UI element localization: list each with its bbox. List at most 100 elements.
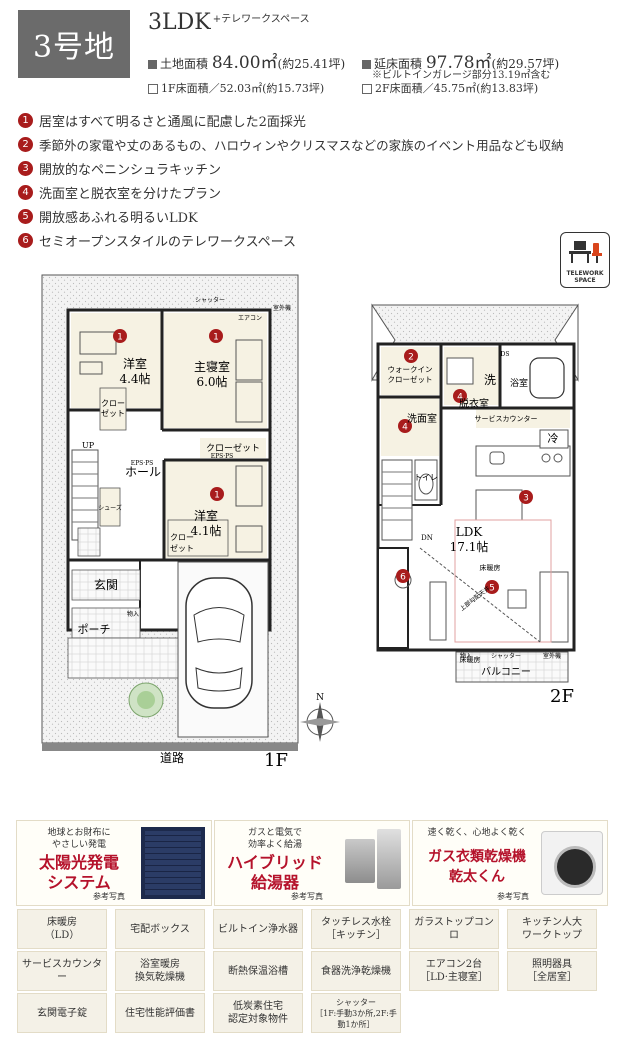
svg-text:洗: 洗	[484, 373, 496, 387]
svg-text:DS: DS	[501, 351, 510, 358]
svg-text:物入: 物入	[127, 610, 139, 618]
floorplan-2f: 2 4 4 3 5 6 ウォークイン クローゼット 洗 浴室 脱衣室 洗面室 サ…	[371, 303, 579, 707]
equipment-item: 床暖房 （LD）	[17, 909, 107, 949]
svg-text:4: 4	[457, 393, 463, 403]
desk-chair-icon	[569, 241, 602, 263]
equipment-item: エアコン2台 ［LD·主寝室］	[409, 951, 499, 991]
land-area: 土地面積 84.00㎡(約25.41坪)	[148, 48, 345, 73]
compass-north: N	[316, 693, 324, 703]
equipment-item: 断熱保温浴槽	[213, 951, 303, 991]
svg-text:クローゼット: クローゼット	[206, 442, 260, 454]
toilet-icon	[418, 473, 434, 495]
equipment-item: タッチレス水栓 ［キッチン］	[311, 909, 401, 949]
lot-number-badge: 3号地	[18, 10, 130, 78]
gas-dryer-photo	[541, 831, 603, 895]
equipment-item: 住宅性能評価書	[115, 993, 205, 1033]
svg-text:室外機: 室外機	[543, 652, 561, 660]
svg-text:3: 3	[523, 494, 529, 504]
svg-text:物入: 物入	[460, 652, 472, 660]
equipment-item: 低炭素住宅 認定対象物件	[213, 993, 303, 1033]
equipment-item: 食器洗浄乾燥機	[311, 951, 401, 991]
svg-text:シャッター: シャッター	[195, 296, 225, 304]
balcony-label: バルコニー	[481, 666, 531, 678]
car	[185, 577, 253, 709]
compass-icon: N	[300, 693, 340, 742]
svg-text:ゼット: ゼット	[170, 543, 194, 553]
water-heater-unit	[345, 839, 375, 883]
svg-text:1: 1	[213, 333, 219, 343]
hybrid-water-heater-promo: ガスと電気で効率よく給湯 ハイブリッド給湯器 参考写真	[214, 820, 410, 906]
floor-1f-label: 1F	[264, 750, 288, 771]
floor1-area: 1F床面積／52.03㎡(約15.73坪)	[148, 80, 324, 96]
master-bedroom-label: 主寝室	[194, 359, 230, 374]
equipment-item: 宅配ボックス	[115, 909, 205, 949]
svg-text:17.1帖: 17.1帖	[450, 539, 489, 554]
equipment-item: ガラストップコンロ	[409, 909, 499, 949]
svg-text:洗面室: 洗面室	[407, 412, 437, 425]
svg-text:5: 5	[489, 584, 495, 594]
equipment-item: 玄関電子錠	[17, 993, 107, 1033]
tree	[128, 682, 164, 718]
svg-text:シューズ: シューズ	[98, 504, 122, 512]
ldk-label: LDK	[456, 525, 484, 539]
hall-label: ホール	[125, 465, 161, 479]
floor2-area: 2F床面積／45.75㎡(約13.83坪)	[362, 80, 538, 96]
svg-text:クロー: クロー	[170, 533, 194, 542]
svg-text:4.4帖: 4.4帖	[119, 371, 150, 386]
stairs	[381, 459, 413, 541]
road-label: 道路	[160, 750, 184, 765]
water-heater-tank	[377, 829, 401, 889]
svg-text:1: 1	[214, 491, 220, 501]
equipment-item: ビルトイン浄水器	[213, 909, 303, 949]
svg-text:脱衣室: 脱衣室	[459, 397, 489, 410]
western-room-a-label: 洋室	[123, 356, 147, 371]
svg-text:4.1帖: 4.1帖	[190, 523, 221, 538]
equipment-item: サービスカウンター	[17, 951, 107, 991]
svg-text:シャッター: シャッター	[491, 652, 521, 660]
svg-text:クローゼット: クローゼット	[388, 374, 433, 384]
bath-label: 浴室	[510, 377, 528, 389]
stairs	[71, 449, 99, 541]
svg-text:4: 4	[402, 423, 408, 433]
entrance-label: 玄関	[94, 577, 118, 592]
svg-text:ウォークイン: ウォークイン	[388, 365, 433, 374]
svg-text:UP: UP	[82, 441, 95, 450]
svg-text:冷: 冷	[548, 432, 559, 445]
svg-text:2: 2	[408, 353, 414, 363]
solar-panel-promo: 地球とお財布にやさしい発電 太陽光発電システム 参考写真	[16, 820, 212, 906]
svg-text:1: 1	[117, 333, 123, 343]
bathtub	[529, 357, 565, 399]
garage-note: ※ビルトインガレージ部分13.19㎡含む	[372, 70, 551, 81]
svg-text:ゼット: ゼット	[101, 408, 125, 418]
svg-text:床暖房: 床暖房	[480, 563, 501, 572]
equipment-item: 照明器具 ［全居室］	[507, 951, 597, 991]
equipment-item: キッチン人大 ワークトップ	[507, 909, 597, 949]
western-room-b-label: 洋室	[194, 508, 218, 523]
svg-text:EPS·PS: EPS·PS	[131, 460, 154, 467]
floorplan-1f: 1 1 1 洋室 4.4帖 主寝室 6.0帖 クロー ゼット クローゼット ホー…	[41, 274, 299, 771]
equipment-item: 浴室暖房 換気乾燥機	[115, 951, 205, 991]
svg-text:床暖房: 床暖房	[460, 655, 481, 664]
floor-plans: 1 1 1 洋室 4.4帖 主寝室 6.0帖 クロー ゼット クローゼット ホー…	[41, 274, 579, 771]
kitchen-counter	[475, 445, 571, 477]
svg-text:エアコン: エアコン	[238, 315, 262, 322]
svg-text:6.0帖: 6.0帖	[196, 374, 227, 389]
svg-text:DN: DN	[421, 534, 433, 542]
equipment-item: シャッター ［1F:手動3か所,2F:手動1か所］	[311, 993, 401, 1033]
svg-text:サービスカウンター: サービスカウンター	[475, 414, 538, 423]
plan-type: 3LDK+テレワークスペース	[148, 10, 310, 35]
svg-text:室外機: 室外機	[273, 304, 291, 312]
floor-area: 延床面積 97.78㎡(約29.57坪)	[362, 48, 559, 73]
solar-panel-photo	[141, 827, 205, 899]
svg-text:クロー: クロー	[101, 399, 125, 408]
svg-text:トイレ: トイレ	[414, 473, 438, 482]
svg-text:6: 6	[400, 573, 406, 583]
